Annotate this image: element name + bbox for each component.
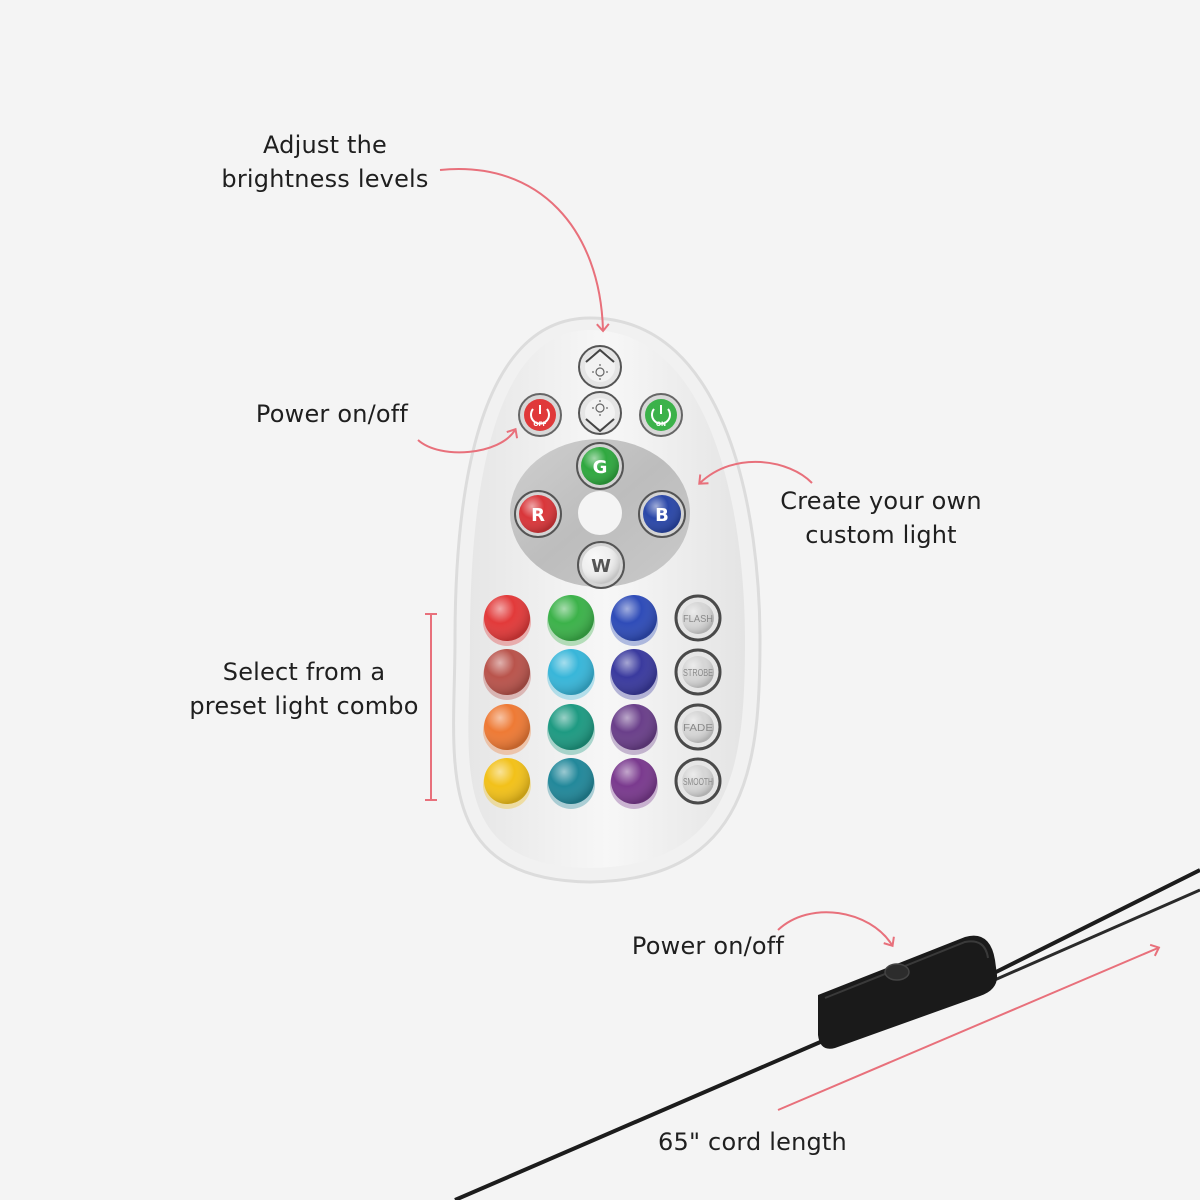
custom-light-annotation-line2: custom light [805,521,957,549]
power-cord-annotation: Power on/off [618,929,798,963]
mode-button-fade[interactable]: FADE [674,703,722,751]
blue-key-label: B [655,505,669,526]
preset-color-button[interactable] [547,758,595,809]
preset-color-button[interactable] [547,595,595,646]
preset-color-grid [483,595,658,809]
red-key-label: R [531,505,545,526]
preset-color-button[interactable] [483,758,531,809]
switch-button [884,963,910,981]
brightness-arrow [439,168,610,333]
custom-light-annotation-line1: Create your own [780,487,982,515]
preset-color-button[interactable] [483,595,531,646]
power-remote-annotation-text: Power on/off [255,400,409,428]
green-key-button[interactable]: G [576,442,624,490]
brightness-down-button[interactable] [578,391,622,435]
mode-button-label: SMOOTH [683,777,713,788]
cord-length-arrow [777,943,1161,1111]
power-off-button[interactable]: OFF [518,393,562,437]
preset-color-button[interactable] [483,649,531,700]
power-cord-annotation-text: Power on/off [631,932,785,960]
power-remote-arrow [417,427,519,454]
on-label: ON [656,421,666,428]
preset-bracket [425,613,437,801]
preset-annotation-line1: Select from a [222,658,386,686]
preset-color-button[interactable] [610,758,658,809]
power-cord-arrow [777,911,895,948]
mode-button-smooth[interactable]: SMOOTH [674,757,722,805]
red-key-button[interactable]: R [514,490,562,538]
brightness-annotation: Adjust the brightness levels [205,128,445,196]
white-key-label: W [591,556,611,577]
preset-color-button[interactable] [547,649,595,700]
power-cord [454,868,1200,1200]
mode-button-flash[interactable]: FLASH [674,594,722,642]
preset-annotation: Select from a preset light combo [180,655,428,723]
mode-button-label: STROBE [683,668,713,679]
blue-key-button[interactable]: B [638,490,686,538]
preset-color-button[interactable] [610,704,658,755]
mode-button-column: FLASH STROBE FADE SMOOTH [674,594,722,805]
inline-switch [818,935,998,1049]
custom-light-annotation: Create your own custom light [770,484,992,552]
preset-annotation-line2: preset light combo [189,692,419,720]
preset-color-button[interactable] [547,704,595,755]
off-label: OFF [533,421,546,428]
cord-length-annotation: 65" cord length [645,1125,860,1159]
power-remote-annotation: Power on/off [242,397,422,431]
brightness-annotation-line2: brightness levels [221,165,429,193]
mode-button-label: FLASH [683,614,713,625]
power-on-button[interactable]: ON [639,393,683,437]
sun-icon [592,400,608,416]
mode-button-label: FADE [683,723,713,734]
preset-color-button[interactable] [610,649,658,700]
custom-light-arrow [698,460,813,485]
preset-color-button[interactable] [610,595,658,646]
annotation-arrows [417,168,1161,1111]
white-key-button[interactable]: W [577,541,625,589]
green-key-label: G [593,457,608,478]
mode-button-strobe[interactable]: STROBE [674,648,722,696]
preset-color-button[interactable] [483,704,531,755]
brightness-annotation-line1: Adjust the [262,131,388,159]
brightness-up-button[interactable] [578,345,622,389]
cord-length-annotation-text: 65" cord length [658,1128,847,1156]
sun-icon [592,364,608,380]
